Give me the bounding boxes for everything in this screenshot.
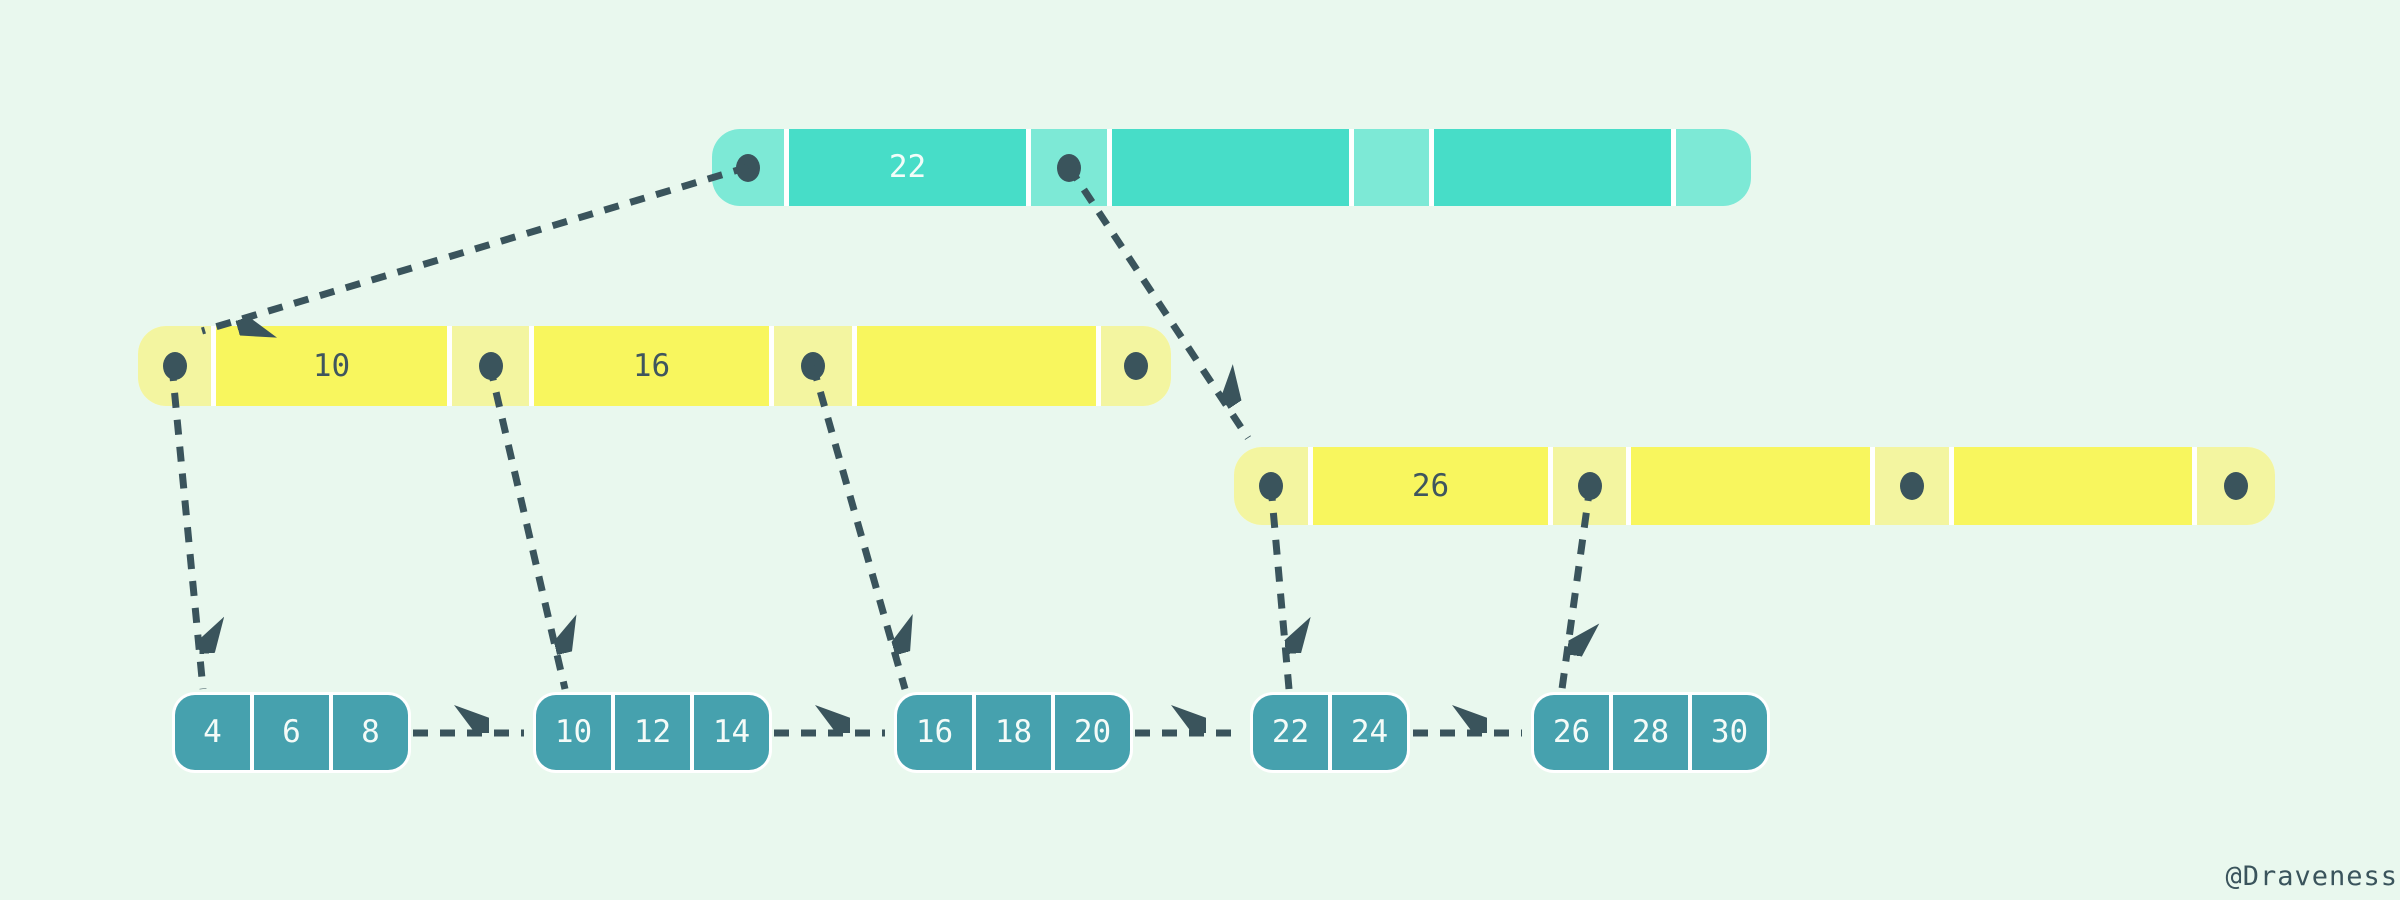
internal-node-left-pointer-cell	[452, 326, 529, 406]
root-node-key-cell-22: 22	[789, 129, 1026, 206]
internal-node-right-key-cell-26: 26	[1313, 447, 1548, 525]
arrow-internal-left-to-leaf-1	[168, 365, 203, 690]
pointer-dot-icon	[1057, 153, 1081, 182]
leaf-node-3-key-cell-20: 20	[1055, 695, 1130, 770]
arrow-root-to-internal-left	[200, 163, 750, 331]
key-value: 16	[632, 347, 671, 384]
key-value: 24	[1350, 714, 1389, 750]
pointer-dot-icon	[478, 352, 503, 380]
internal-node-right-pointer-cell	[1553, 447, 1626, 525]
key-value: 18	[994, 714, 1033, 750]
key-value: 26	[1552, 714, 1591, 750]
leaf-node-1: 4 6 8	[172, 692, 411, 773]
internal-node-left-key-cell	[857, 326, 1096, 406]
key-value: 22	[888, 149, 927, 185]
pointer-dot-icon	[2224, 472, 2248, 500]
leaf-node-2-key-cell-12: 12	[615, 695, 690, 770]
internal-node-right-pointer-cell	[1875, 447, 1949, 525]
key-value: 22	[1271, 714, 1310, 750]
root-node-key-cell	[1112, 129, 1349, 206]
internal-node-right-pointer-cell	[2197, 447, 2275, 525]
internal-node-right-key-cell	[1954, 447, 2192, 525]
key-value: 28	[1631, 714, 1670, 750]
root-node-pointer-cell	[1676, 129, 1751, 206]
leaf-node-4-key-cell-24: 24	[1332, 695, 1407, 770]
internal-node-right: 26	[1234, 447, 2275, 525]
leaf-node-2-key-cell-14: 14	[694, 695, 769, 770]
internal-node-left-pointer-cell	[138, 326, 211, 406]
internal-node-left-key-cell-16: 16	[534, 326, 769, 406]
key-value: 14	[712, 714, 751, 750]
pointer-dot-icon	[1577, 472, 1602, 500]
leaf-node-5-key-cell-26: 26	[1534, 695, 1609, 770]
internal-node-right-pointer-cell	[1234, 447, 1308, 525]
leaf-node-2-key-cell-10: 10	[536, 695, 611, 770]
root-node-pointer-cell	[1354, 129, 1429, 206]
leaf-node-1-key-cell-4: 4	[175, 695, 250, 770]
pointer-dot-icon	[1900, 472, 1924, 500]
leaf-node-3-key-cell-18: 18	[976, 695, 1051, 770]
root-node-pointer-cell	[712, 129, 784, 206]
internal-node-left-pointer-cell	[774, 326, 852, 406]
internal-node-left-key-cell-10: 10	[216, 326, 447, 406]
key-value: 16	[915, 714, 954, 750]
key-value: 8	[361, 714, 380, 750]
arrow-internal-left-to-leaf-2	[486, 365, 565, 690]
watermark-credit: @Draveness	[2225, 861, 2398, 892]
internal-node-left: 10 16	[138, 326, 1171, 406]
key-value: 12	[633, 714, 672, 750]
key-value: 20	[1073, 714, 1112, 750]
pointer-dot-icon	[162, 352, 187, 380]
pointer-dot-icon	[801, 352, 825, 380]
pointer-dot-icon	[1124, 352, 1148, 380]
leaf-node-1-key-cell-8: 8	[333, 695, 408, 770]
pointer-dot-icon	[1259, 472, 1283, 500]
pointer-dot-icon	[736, 153, 760, 182]
key-value: 4	[203, 714, 222, 750]
key-value: 10	[312, 347, 351, 384]
root-node: 22	[712, 129, 1751, 206]
leaf-node-4-key-cell-22: 22	[1253, 695, 1328, 770]
internal-node-left-pointer-cell	[1101, 326, 1171, 406]
leaf-node-5: 26 28 30	[1531, 692, 1770, 773]
leaf-node-3: 16 18 20	[894, 692, 1133, 773]
leaf-node-2: 10 12 14	[533, 692, 772, 773]
leaf-node-4: 22 24	[1250, 692, 1410, 773]
key-value: 30	[1710, 714, 1749, 750]
leaf-node-1-key-cell-6: 6	[254, 695, 329, 770]
key-value: 6	[282, 714, 301, 750]
root-node-key-cell	[1434, 129, 1671, 206]
leaf-node-5-key-cell-30: 30	[1692, 695, 1767, 770]
arrow-internal-left-to-leaf-3	[809, 365, 905, 690]
leaf-node-3-key-cell-16: 16	[897, 695, 972, 770]
internal-node-right-key-cell	[1631, 447, 1870, 525]
key-value: 26	[1411, 467, 1450, 504]
key-value: 10	[554, 714, 593, 750]
leaf-node-5-key-cell-28: 28	[1613, 695, 1688, 770]
root-node-pointer-cell	[1031, 129, 1107, 206]
